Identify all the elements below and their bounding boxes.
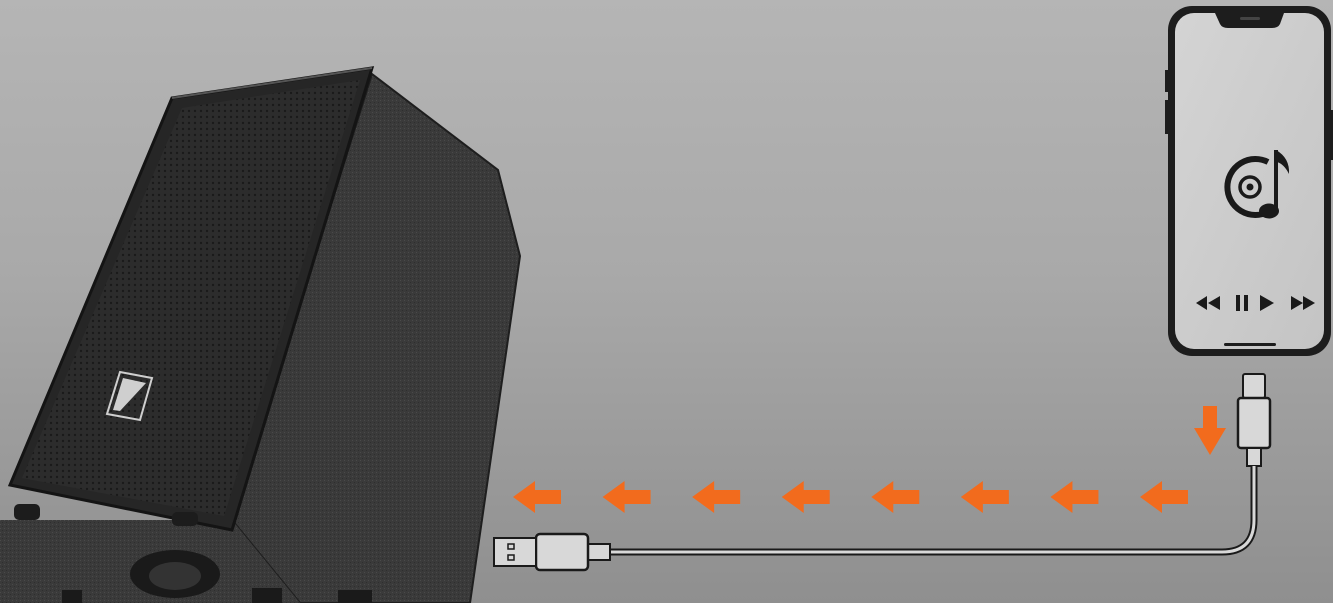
pole-mount-inner (149, 562, 201, 590)
left-arrow-icon (961, 481, 1009, 513)
usb-strain-relief (588, 544, 610, 560)
left-arrow-icon (782, 481, 830, 513)
lightning-strain-relief (1247, 448, 1261, 466)
speaker-foot-right (172, 512, 198, 526)
speaker-foot-left (14, 504, 40, 520)
left-arrow-icon (871, 481, 919, 513)
down-arrow (1194, 406, 1226, 455)
speaker-leg (252, 588, 282, 603)
left-arrow-icon (692, 481, 740, 513)
speaker-leg (62, 590, 82, 603)
phone-side-button (1165, 100, 1168, 134)
left-arrow-icon (1050, 481, 1098, 513)
phone-screen (1175, 13, 1324, 349)
phone-speaker-slot (1240, 17, 1260, 20)
direction-arrows (513, 481, 1188, 513)
home-indicator (1224, 343, 1276, 346)
usb-a-plug (494, 538, 536, 566)
usb-cable (494, 374, 1270, 570)
left-arrow-icon (513, 481, 561, 513)
lightning-connector (1238, 398, 1270, 448)
speaker-leg (338, 590, 372, 603)
speaker (0, 68, 520, 603)
lightning-connector-tip (1243, 374, 1265, 398)
usb-a-connector (536, 534, 588, 570)
phone-notch (1215, 13, 1284, 28)
left-arrow-icon (603, 481, 651, 513)
phone-side-button (1165, 70, 1168, 92)
phone (1165, 6, 1333, 356)
left-arrow-icon (1140, 481, 1188, 513)
